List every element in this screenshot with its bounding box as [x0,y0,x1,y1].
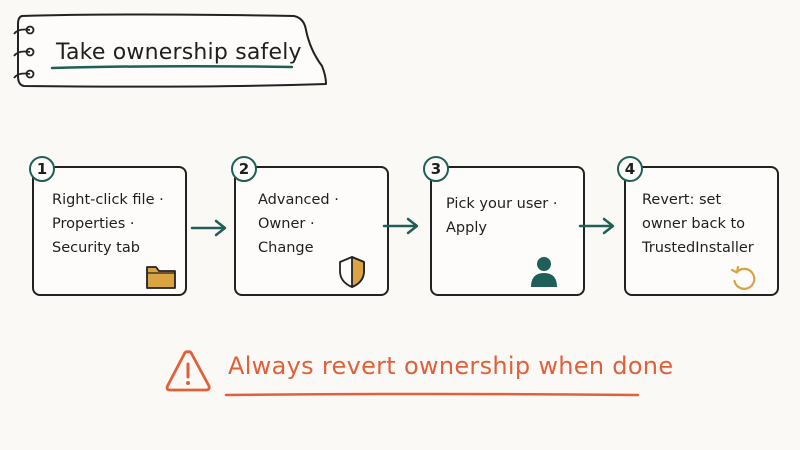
step-2-line-3: Change [258,240,314,256]
revert-icon [730,265,756,290]
step-3-line-2: Apply [446,220,487,236]
title-card: Take ownership safely [4,10,334,95]
warning-underline [224,392,640,397]
page-title: Take ownership safely [56,40,302,65]
step-1-text: Right-click file · Properties · Security… [52,188,164,260]
step-number-4: 4 [617,156,643,182]
shield-icon [339,256,365,288]
arrow-right-icon [382,217,419,235]
arrow-right-icon [578,217,615,235]
notebook-card-shape [13,13,327,88]
step-1-line-1: Right-click file · [52,192,164,208]
step-2-line-2: Owner · [258,216,315,232]
step-2-line-1: Advanced · [258,192,339,208]
arrow-right-icon [190,219,227,237]
step-3-line-1: Pick your user · [446,196,558,212]
step-number-3: 3 [423,156,449,182]
step-1-line-2: Properties · [52,216,135,232]
user-icon [531,257,557,287]
step-4-text: Revert: set owner back to TrustedInstall… [642,188,754,260]
step-4-line-1: Revert: set [642,192,722,208]
step-card-3 [430,166,585,296]
step-4-line-2: owner back to [642,216,746,232]
step-2-text: Advanced · Owner · Change [258,188,339,260]
step-4-line-3: TrustedInstaller [642,240,754,256]
warning-icon [165,350,211,392]
folder-icon [146,266,176,289]
step-number-2: 2 [231,156,257,182]
warning-text: Always revert ownership when done [228,352,674,380]
step-3-text: Pick your user · Apply [446,192,558,240]
step-number-1: 1 [29,156,55,182]
step-1-line-3: Security tab [52,240,140,256]
spiral-rings [13,25,35,79]
